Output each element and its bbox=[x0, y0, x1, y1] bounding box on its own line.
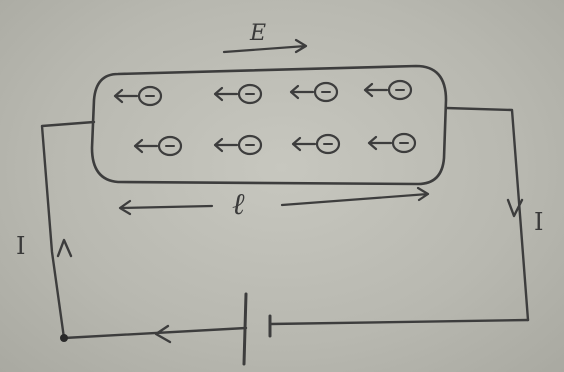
electron bbox=[133, 135, 183, 157]
length-arrow-right bbox=[280, 186, 430, 207]
current-right-label: I bbox=[534, 208, 543, 236]
current-left-label: I bbox=[16, 232, 25, 260]
battery-long-plate bbox=[242, 292, 248, 366]
electron bbox=[213, 83, 263, 105]
current-arrow-left bbox=[56, 238, 73, 258]
length-arrow-left bbox=[118, 199, 214, 216]
length-label: ℓ bbox=[232, 187, 245, 222]
electron bbox=[363, 79, 413, 101]
current-arrow-right bbox=[506, 198, 524, 218]
electron bbox=[291, 133, 341, 155]
electron bbox=[289, 81, 339, 103]
junction-dot bbox=[60, 334, 68, 342]
current-arrow-bottom bbox=[154, 324, 172, 344]
field-arrow bbox=[222, 38, 308, 54]
electron-group bbox=[113, 79, 417, 157]
wire-bottom-right bbox=[268, 318, 530, 326]
wire-right bbox=[444, 106, 530, 322]
electron bbox=[367, 132, 417, 154]
electron bbox=[113, 85, 163, 107]
wire-left bbox=[40, 120, 96, 340]
wire-bottom-left bbox=[62, 326, 248, 340]
conductor-body bbox=[90, 64, 448, 186]
field-label: E bbox=[249, 21, 266, 46]
electron bbox=[213, 134, 263, 156]
